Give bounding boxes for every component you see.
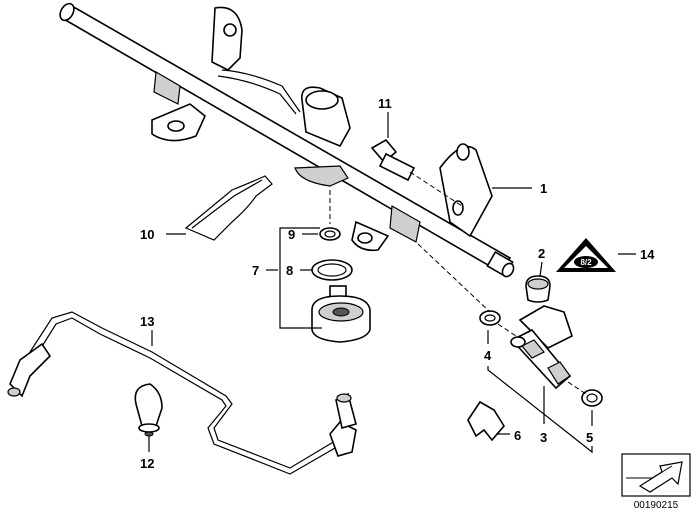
label-part-9: 9 [288,227,295,242]
cap [525,275,551,303]
label-part-12: 12 [140,456,154,471]
clip [467,400,505,442]
warning-sign-text: 8/2 [580,258,592,267]
label-part-3: 3 [540,430,547,445]
leader-lines [148,112,636,454]
seal-ring-lower [581,389,603,407]
hose-clamp [134,383,163,437]
label-part-11: 11 [378,96,392,111]
fuel-rail [59,2,515,278]
label-part-6: 6 [514,428,521,443]
reference-box: 00190215 [621,453,691,511]
pressure-regulator [311,285,371,343]
gasket [184,175,273,241]
label-part-7: 7 [252,263,259,278]
label-part-1: 1 [540,181,547,196]
label-part-8: 8 [286,263,293,278]
injector [510,305,573,390]
label-part-10: 10 [140,227,154,242]
arrow-icon [638,461,683,493]
o-ring-large [311,259,353,281]
label-part-5: 5 [586,430,593,445]
label-part-2: 2 [538,246,545,261]
seal-ring-upper [479,310,501,326]
label-part-4: 4 [484,348,492,363]
warning-sign: 8/2 [556,238,616,272]
o-ring-small [319,227,341,241]
label-part-13: 13 [140,314,154,329]
label-part-14: 14 [640,247,655,262]
reference-number: 00190215 [634,500,679,511]
vacuum-line [7,311,357,475]
bolt [370,138,463,207]
